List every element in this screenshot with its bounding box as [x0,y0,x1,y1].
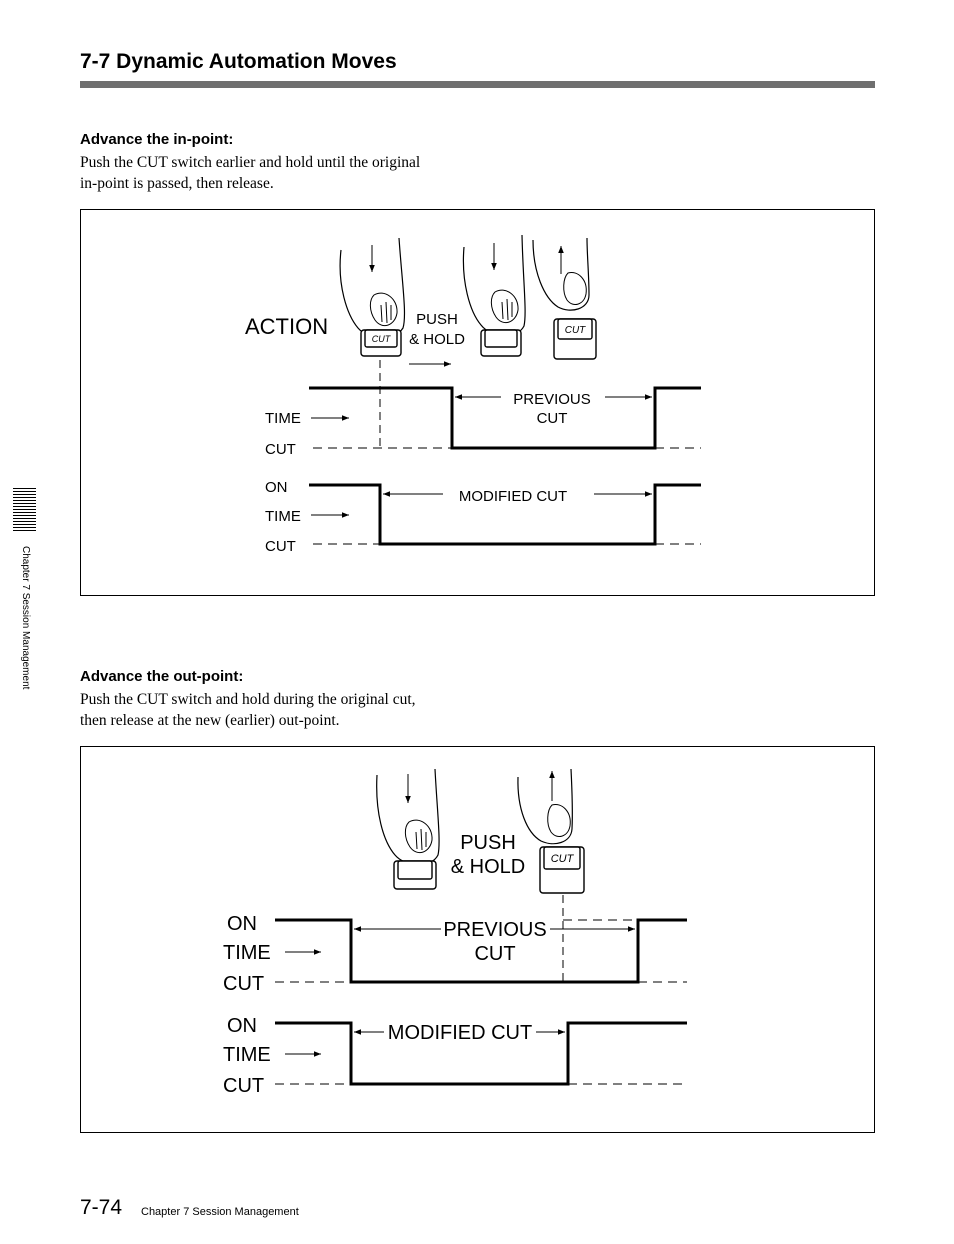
timeline-2-on-label: ON [265,479,288,496]
section-title: 7-7 Dynamic Automation Moves [80,50,397,73]
out-point-heading: Advance the out-point: [80,668,244,685]
timeline-1-time-label: TIME [223,942,271,964]
hold-label: & HOLD [451,856,525,878]
out-point-description: Push the CUT switch and hold during the … [80,689,416,731]
previous-cut-label: CUT [474,943,515,965]
button-label: CUT [372,334,392,344]
out-point-line-1: Push the CUT switch and hold during the … [80,691,416,708]
timeline-previous: TIME CUT PREVIOUS CUT [265,386,701,458]
push-label: PUSH [416,311,458,328]
in-point-diagram-svg: CUT CUT ACTION PUSH & HOLD TIME CUT PREV… [245,234,701,555]
modified-cut-signal [309,483,701,546]
timeline-2-on-label: ON [227,1015,257,1037]
previous-label: PREVIOUS [513,391,591,408]
previous-cut-label: CUT [537,410,568,427]
footer-chapter: Chapter 7 Session Management [141,1206,299,1218]
previous-cut-signal [309,386,701,450]
title-rule [80,81,875,88]
side-chapter-label: Chapter 7 Session Management [20,546,31,690]
modified-cut-signal [275,1021,687,1086]
timeline-1-cut-label: CUT [265,441,296,458]
in-point-description: Push the CUT switch earlier and hold unt… [80,152,420,194]
hold-label: & HOLD [409,331,465,348]
timeline-1-on-label: ON [227,913,257,935]
out-point-diagram-svg: CUT PUSH & HOLD ON TIME CUT PREVIOUS CUT… [223,768,687,1097]
out-point-diagram: CUT PUSH & HOLD ON TIME CUT PREVIOUS CUT… [80,746,875,1133]
button-label: CUT [565,325,586,336]
timeline-1-time-label: TIME [265,410,301,427]
previous-label: PREVIOUS [443,919,546,941]
timeline-2-time-label: TIME [265,508,301,525]
timeline-modified: ON TIME CUT MODIFIED CUT [265,479,701,555]
action-label: ACTION [245,314,328,339]
modified-cut-label: MODIFIED CUT [459,488,567,505]
button-label: CUT [551,853,575,865]
timeline-2-time-label: TIME [223,1044,271,1066]
previous-cut-signal [275,918,687,984]
out-point-line-2: then release at the new (earlier) out-po… [80,712,340,729]
in-point-line-1: Push the CUT switch earlier and hold unt… [80,154,421,171]
finger-holding-icon [462,234,526,357]
in-point-line-2: in-point is passed, then release. [80,175,274,192]
finger-pressing-icon: CUT [339,237,406,357]
finger-pressing-icon [376,768,440,890]
chapter-thumb-tab [13,488,36,533]
in-point-heading: Advance the in-point: [80,131,234,148]
modified-cut-label: MODIFIED CUT [388,1022,532,1044]
timeline-modified: ON TIME CUT MODIFIED CUT [223,1015,687,1097]
timeline-2-cut-label: CUT [265,538,296,555]
timeline-previous: ON TIME CUT PREVIOUS CUT [223,913,687,995]
finger-release-icon: CUT [517,768,585,894]
page-number: 7-74 [80,1196,123,1219]
finger-release-icon: CUT [532,237,597,360]
timeline-1-cut-label: CUT [223,973,264,995]
in-point-diagram: CUT CUT ACTION PUSH & HOLD TIME CUT PREV… [80,209,875,596]
timeline-2-cut-label: CUT [223,1075,264,1097]
push-label: PUSH [460,832,516,854]
